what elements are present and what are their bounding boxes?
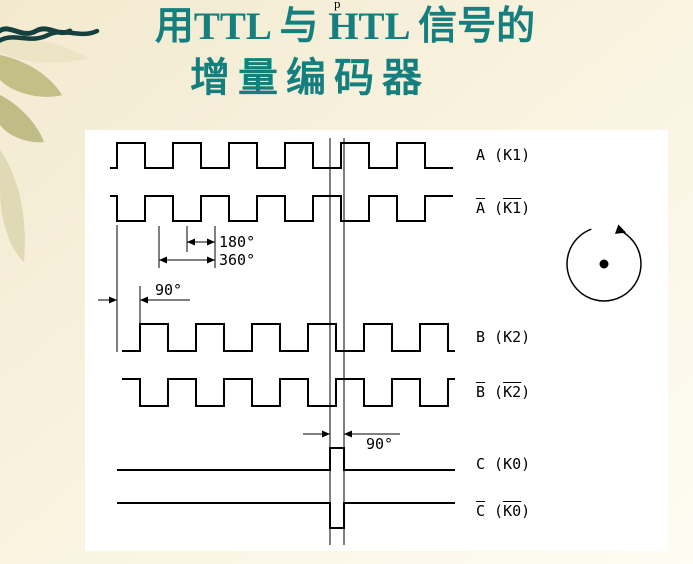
signal-label-C: C (K0) <box>476 455 531 473</box>
signal-letter: B <box>476 383 486 401</box>
waveform-C_bar <box>117 502 455 529</box>
waveform-B <box>122 323 455 352</box>
leaf-shape <box>0 95 44 143</box>
signal-letter: A <box>476 146 486 164</box>
signal-label-B: B (K2) <box>476 328 531 346</box>
leaf-shape <box>0 150 25 262</box>
signal-letter: A <box>476 199 486 217</box>
slide-title-line1: 用TTL 与 HTL 信号的 <box>154 5 536 48</box>
dimension-arrows <box>98 238 400 438</box>
signal-channel: K0 <box>503 455 522 473</box>
annotation-90deg-ref: 90° <box>366 435 394 453</box>
signal-channel: K1 <box>503 146 522 164</box>
waveform-B_bar <box>122 378 455 407</box>
rotation-arrowhead-icon <box>614 224 627 234</box>
signal-label-B_bar: B (K2) <box>476 383 531 401</box>
dimension-guides <box>116 225 216 352</box>
signal-letter: C <box>476 455 486 473</box>
leaf-shape <box>0 55 62 97</box>
rotation-indicator <box>566 224 642 302</box>
diagram-panel <box>85 130 668 551</box>
signal-label-A: A (K1) <box>476 146 531 164</box>
annotation-180deg: 180° <box>219 233 256 251</box>
waveform-C <box>117 447 455 471</box>
waveform-A_bar <box>110 195 453 222</box>
slide-title-line2: 增量编码器 <box>190 55 430 100</box>
shaft-center-dot <box>599 259 609 269</box>
waveform-A <box>110 142 453 169</box>
squiggle-ornament <box>0 28 100 44</box>
leaf-shape <box>0 38 88 63</box>
signal-label-A_bar: A (K1) <box>476 199 531 217</box>
annotation-90deg-phase: 90° <box>155 281 183 299</box>
rotation-circle <box>566 228 642 302</box>
signal-letter: C <box>476 502 486 520</box>
signal-channel: K2 <box>503 328 522 346</box>
signal-channel: K1 <box>503 199 522 217</box>
signal-label-C_bar: C (K0) <box>476 502 531 520</box>
annotation-360deg: 360° <box>219 251 256 269</box>
signal-channel: K0 <box>503 502 522 520</box>
top-text-fragment: p <box>334 0 341 11</box>
signal-letter: B <box>476 328 486 346</box>
reference-lines <box>329 138 345 545</box>
signal-channel: K2 <box>503 383 522 401</box>
waveforms <box>110 142 455 529</box>
